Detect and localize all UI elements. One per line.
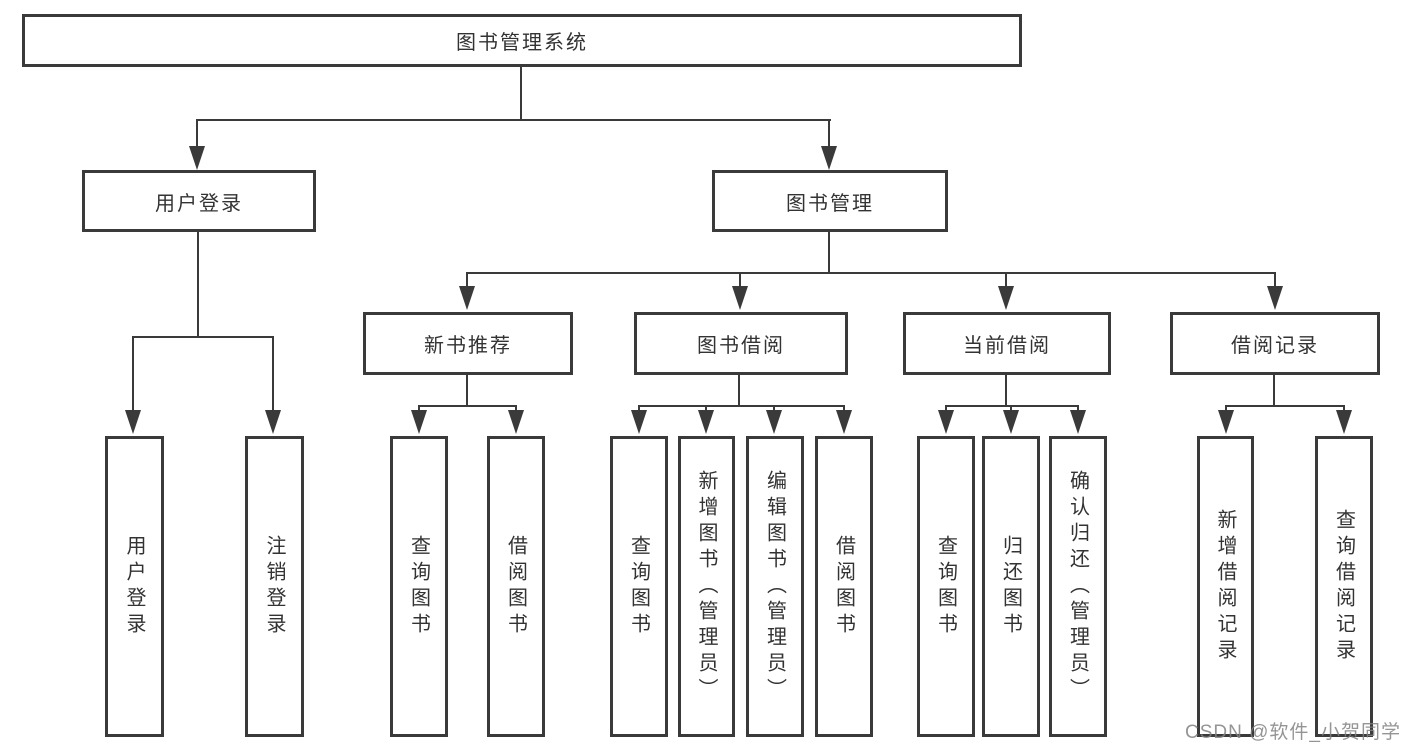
- connector-line: [197, 230, 199, 336]
- arrow-down-icon: [1003, 410, 1019, 434]
- connector-line: [272, 336, 274, 412]
- node-user-login: 用户登录: [82, 170, 316, 232]
- connector-line: [466, 272, 1276, 274]
- connector-line: [1273, 373, 1275, 405]
- connector-line: [466, 373, 468, 405]
- arrow-down-icon: [836, 410, 852, 434]
- node-new-book-recommend: 新书推荐: [363, 312, 573, 375]
- arrow-down-icon: [1267, 286, 1283, 310]
- leaf-return-books: 归还图书: [982, 436, 1040, 737]
- arrow-down-icon: [411, 410, 427, 434]
- arrow-down-icon: [821, 146, 837, 170]
- connector-line: [196, 119, 198, 148]
- connector-line: [1005, 373, 1007, 405]
- leaf-add-book-admin: 新增图书（管理员）: [678, 436, 735, 737]
- leaf-borrow-books-borrowing: 借阅图书: [815, 436, 873, 737]
- connector-line: [1077, 405, 1079, 413]
- connector-line: [638, 405, 640, 413]
- connector-line: [945, 405, 947, 413]
- arrow-down-icon: [1218, 410, 1234, 434]
- arrow-down-icon: [508, 410, 524, 434]
- arrow-down-icon: [189, 146, 205, 170]
- arrow-down-icon: [998, 286, 1014, 310]
- arrow-down-icon: [938, 410, 954, 434]
- connector-line: [738, 373, 740, 405]
- node-borrowing-records: 借阅记录: [1170, 312, 1380, 375]
- connector-line: [945, 405, 1079, 407]
- connector-line: [1225, 405, 1227, 413]
- leaf-query-books-borrowing: 查询图书: [610, 436, 668, 737]
- arrow-down-icon: [1070, 410, 1086, 434]
- connector-line: [1010, 405, 1012, 413]
- csdn-watermark: CSDN @软件_小贺同学: [1185, 722, 1401, 743]
- connector-line: [1225, 405, 1345, 407]
- connector-line: [843, 405, 845, 413]
- connector-line: [828, 230, 830, 272]
- leaf-borrow-books-recommend: 借阅图书: [487, 436, 545, 737]
- arrow-down-icon: [125, 410, 141, 434]
- arrow-down-icon: [265, 410, 281, 434]
- leaf-query-borrow-record: 查询借阅记录: [1315, 436, 1373, 737]
- connector-line: [773, 405, 775, 413]
- connector-line: [132, 336, 134, 412]
- connector-line: [705, 405, 707, 413]
- node-book-borrowing: 图书借阅: [634, 312, 848, 375]
- connector-line: [466, 272, 468, 288]
- leaf-user-login: 用户登录: [105, 436, 164, 737]
- arrow-down-icon: [1336, 410, 1352, 434]
- leaf-query-books-current: 查询图书: [917, 436, 975, 737]
- arrow-down-icon: [698, 410, 714, 434]
- arrow-down-icon: [459, 286, 475, 310]
- connector-line: [828, 119, 830, 148]
- connector-line: [418, 405, 517, 407]
- arrow-down-icon: [732, 286, 748, 310]
- node-library-management-system: 图书管理系统: [22, 14, 1022, 67]
- connector-line: [197, 119, 831, 121]
- leaf-edit-book-admin: 编辑图书（管理员）: [746, 436, 804, 737]
- node-current-borrowing: 当前借阅: [903, 312, 1111, 375]
- connector-line: [1343, 405, 1345, 413]
- connector-line: [418, 405, 420, 413]
- arrow-down-icon: [766, 410, 782, 434]
- node-book-management: 图书管理: [712, 170, 948, 232]
- leaf-confirm-return-admin: 确认归还（管理员）: [1049, 436, 1107, 737]
- leaf-add-borrow-record: 新增借阅记录: [1197, 436, 1254, 737]
- connector-line: [132, 336, 274, 338]
- leaf-logout: 注销登录: [245, 436, 304, 737]
- leaf-query-books-recommend: 查询图书: [390, 436, 448, 737]
- connector-line: [1005, 272, 1007, 288]
- connector-line: [638, 405, 845, 407]
- connector-line: [1274, 272, 1276, 288]
- connector-line: [739, 272, 741, 288]
- connector-line: [515, 405, 517, 413]
- connector-line: [520, 65, 522, 119]
- arrow-down-icon: [631, 410, 647, 434]
